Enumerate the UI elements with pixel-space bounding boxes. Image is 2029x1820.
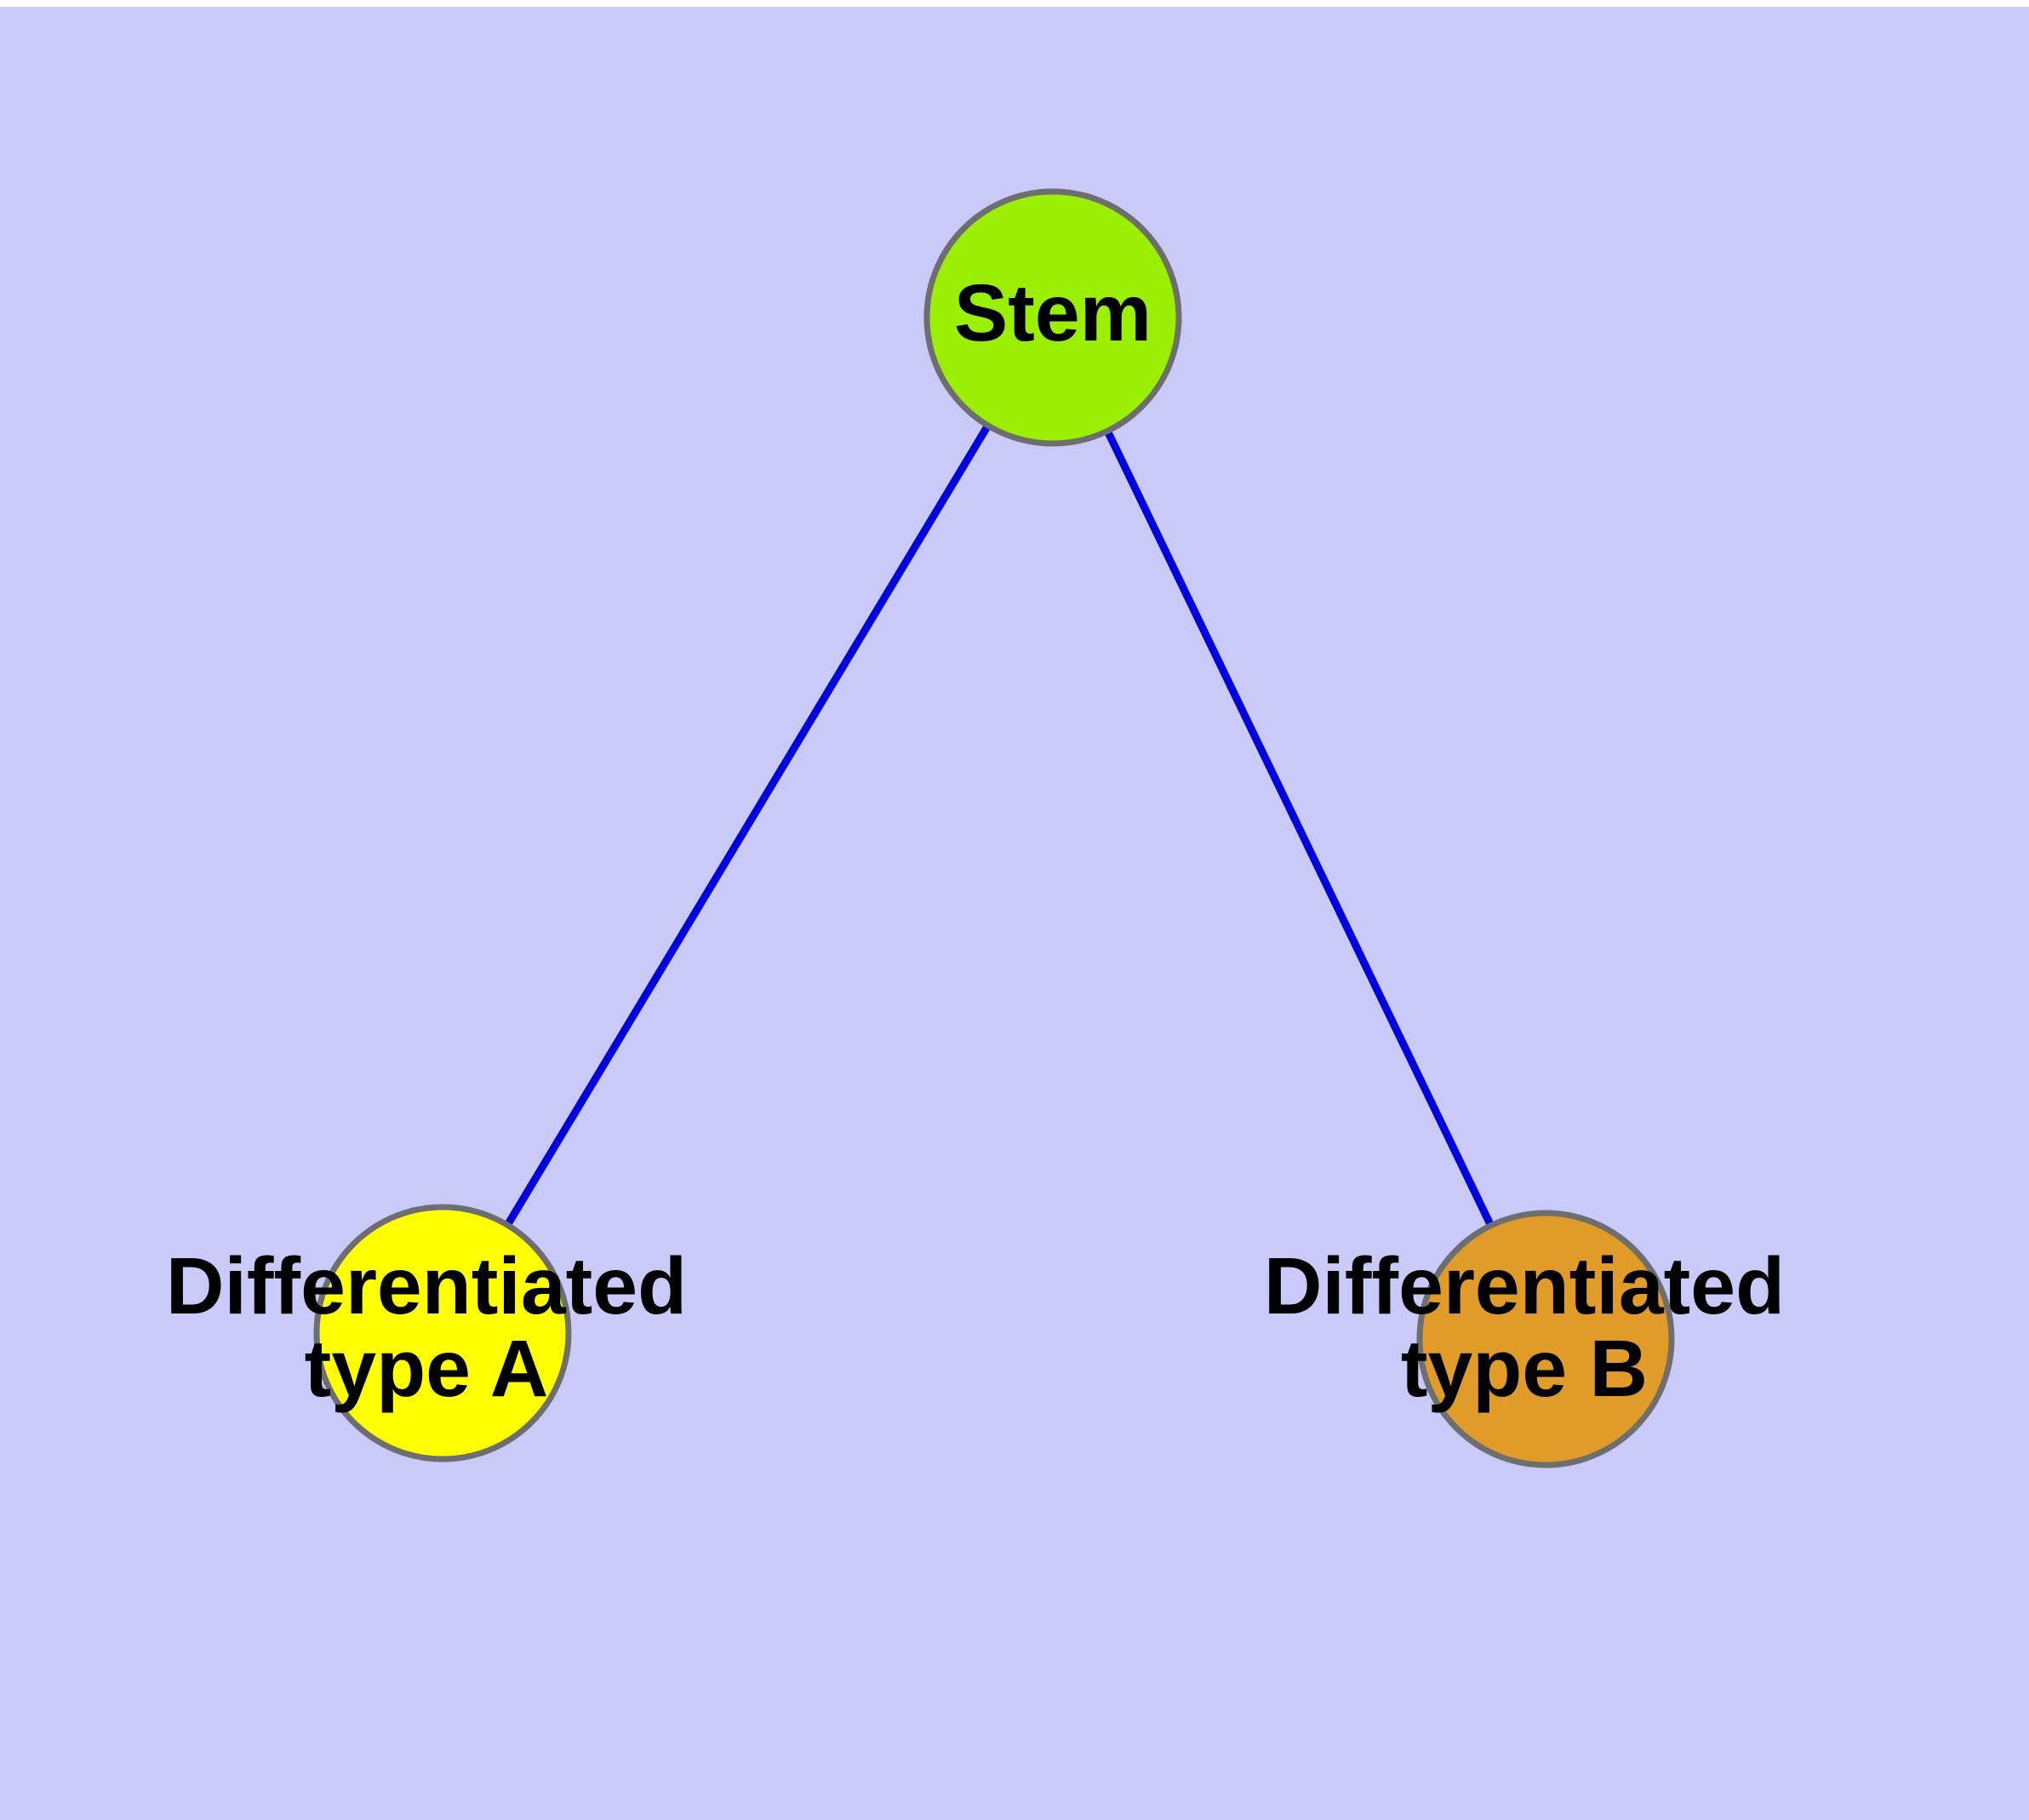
edge-stem-to-diff-a — [439, 315, 1056, 1336]
node-stem[interactable] — [923, 188, 1182, 447]
node-layer — [313, 188, 1675, 1468]
node-differentiated-type-a[interactable] — [313, 1204, 572, 1462]
edge-layer — [439, 315, 1550, 1341]
node-differentiated-type-b[interactable] — [1416, 1210, 1675, 1468]
edge-stem-to-diff-b — [1049, 316, 1550, 1341]
